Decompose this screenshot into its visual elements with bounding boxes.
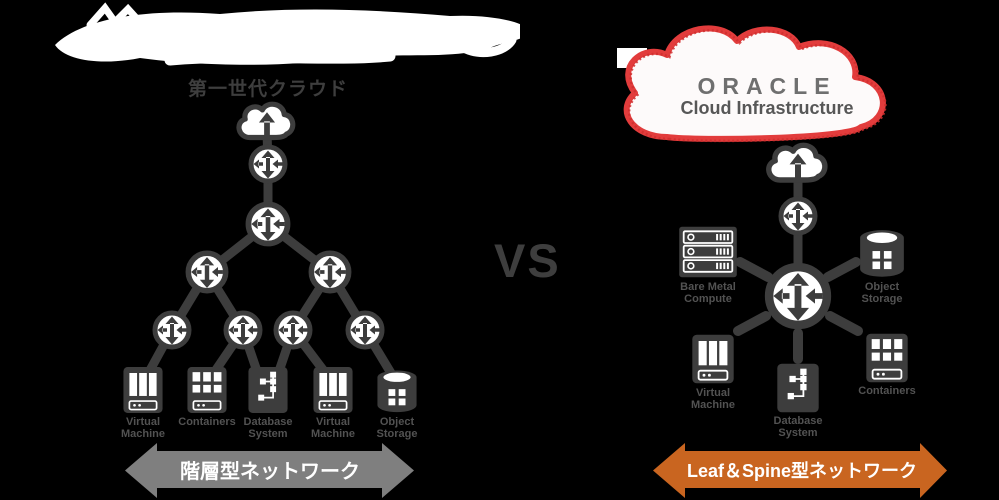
cloud-crayon-texture	[627, 29, 887, 143]
bare-metal-server-icon	[678, 225, 738, 279]
whiteout-scribble	[55, 2, 520, 66]
device-label: Database	[774, 415, 823, 427]
banner-label: Leaf＆Spine型ネットワーク	[687, 460, 917, 481]
cloud-outline	[623, 25, 886, 142]
left-diagram-title: 第一世代クラウド	[187, 79, 348, 100]
oracle-logo-text: ORACLE	[697, 73, 836, 99]
leaf-label: Machine	[311, 428, 355, 440]
leaf-spine-network-diagram: Bare Metal Compute Object Storage Virtua…	[678, 130, 916, 439]
object-storage-icon	[860, 230, 904, 277]
router-icon	[248, 204, 287, 243]
leaf-label: Object	[380, 416, 415, 428]
orange-double-arrow	[653, 443, 947, 498]
router-icon	[188, 253, 225, 290]
versus-label: VS	[494, 234, 561, 287]
banner-label: 階層型ネットワーク	[180, 460, 360, 483]
gray-double-arrow	[125, 443, 414, 498]
device-label: Bare Metal	[680, 281, 736, 293]
leaf-label: Containers	[178, 416, 235, 428]
cloud-arrow-icon	[239, 104, 293, 137]
device-label: Object	[865, 281, 900, 293]
router-icon	[155, 313, 189, 347]
cloud-arrow-icon	[769, 145, 825, 180]
hierarchical-network-diagram: Virtual Machine Containers Database Syst…	[121, 100, 418, 440]
object-storage-icon	[377, 370, 417, 413]
router-icon	[226, 313, 260, 347]
device-label: System	[778, 427, 817, 439]
database-system-icon	[776, 362, 820, 414]
device-label: Storage	[862, 293, 903, 305]
vm-icon	[122, 366, 164, 414]
device-label: Machine	[691, 399, 735, 411]
database-system-icon	[247, 366, 289, 414]
containers-icon	[865, 332, 909, 384]
device-label: Virtual	[696, 387, 730, 399]
leaf-label: Database	[244, 416, 293, 428]
vm-icon	[691, 333, 735, 385]
device-label: Compute	[684, 293, 732, 305]
oracle-cloud: ORACLE Cloud Infrastructure	[617, 25, 887, 143]
router-icon	[781, 199, 815, 233]
hierarchical-banner: 階層型ネットワーク	[125, 443, 414, 498]
leaf-label: System	[248, 428, 287, 440]
router-icon	[251, 147, 285, 181]
device-label: Containers	[858, 385, 915, 397]
router-icon	[311, 253, 348, 290]
containers-icon	[186, 366, 228, 414]
router-icon	[348, 313, 382, 347]
vm-icon	[312, 366, 354, 414]
router-icon	[276, 313, 310, 347]
leaf-label: Storage	[377, 428, 418, 440]
leaf-label: Virtual	[316, 416, 350, 428]
leaf-label: Virtual	[126, 416, 160, 428]
oracle-subtitle-text: Cloud Infrastructure	[680, 98, 853, 118]
hub-router-icon	[769, 267, 827, 325]
leaf-label: Machine	[121, 428, 165, 440]
leaf-spine-banner: Leaf＆Spine型ネットワーク	[653, 443, 947, 498]
